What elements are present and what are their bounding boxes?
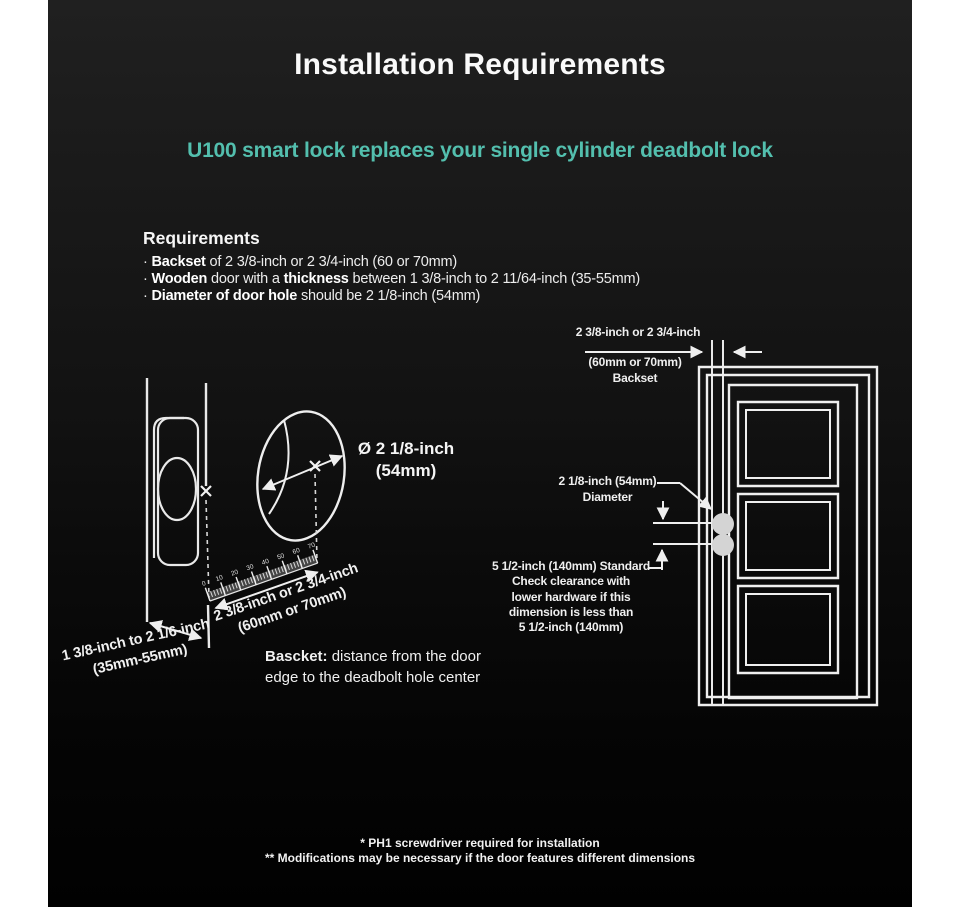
clearance-line: dimension is less than: [508, 604, 634, 619]
svg-text:30: 30: [246, 563, 256, 572]
svg-text:10: 10: [215, 574, 225, 583]
clearance-line: 5 1/2-inch (140mm): [518, 620, 624, 635]
svg-text:60: 60: [292, 547, 302, 556]
requirements-heading: Requirements: [143, 228, 260, 248]
left-diagram-art: 0 10 20 30 40 50 60 70: [88, 360, 508, 700]
door-backset-sublabel: (60mm or 70mm) Backset: [555, 355, 715, 386]
door-hole-diameter-value: 2 1/8-inch (54mm): [558, 474, 657, 488]
center-x-marker: [310, 461, 320, 471]
deadbolt-plate: [154, 418, 198, 565]
page-subtitle: U100 smart lock replaces your single cyl…: [187, 139, 773, 162]
right-diagram-art: [498, 325, 903, 720]
clearance-line: lower hardware if this: [511, 589, 631, 604]
footnotes: * PH1 screwdriver required for installat…: [48, 836, 912, 865]
deadbolt-holes: [712, 513, 734, 556]
center-dashed-line: [315, 474, 317, 562]
requirement-item-thickness: · Wooden door with a thickness between 1…: [143, 270, 641, 287]
footnote-screwdriver: * PH1 screwdriver required for installat…: [360, 836, 600, 850]
door-hole-circle: [248, 405, 353, 547]
svg-text:50: 50: [276, 552, 286, 561]
infographic-canvas: 0 10 20 30 40 50 60 70: [48, 0, 912, 907]
clearance-line: 5 1/2-inch (140mm) Standard: [492, 559, 650, 573]
edge-x-marker: [201, 486, 211, 496]
hole-diameter-mm: (54mm): [375, 461, 437, 480]
backset-definition-caption: Bascket: distance from the door edge to …: [265, 647, 535, 688]
requirement-item-backset: · Backset of 2 3/8-inch or 2 3/4-inch (6…: [143, 254, 458, 270]
thickness-arrow: [148, 620, 203, 641]
door-hole-diameter-word: Diameter: [582, 489, 633, 504]
hole-diameter-value: Ø 2 1/8-inch: [357, 439, 455, 458]
caption-line-1: Bascket: distance from the door: [265, 648, 481, 665]
clearance-arrows: [649, 501, 712, 570]
clearance-line: Check clearance with: [511, 574, 631, 589]
diameter-pointer: [657, 483, 712, 510]
svg-text:20: 20: [230, 569, 240, 578]
edge-dashed-line: [206, 500, 209, 597]
door-backset-label: 2 3/8-inch or 2 3/4-inch: [575, 325, 701, 339]
door-panels: [738, 402, 838, 673]
page-title: Installation Requirements: [294, 48, 666, 81]
door-backset-mm: (60mm or 70mm): [588, 355, 682, 369]
clearance-note: 5 1/2-inch (140mm) Standard Check cleara…: [488, 559, 654, 635]
backset-span-arrow: [214, 569, 319, 611]
requirement-item-diameter: · Diameter of door hole should be 2 1/8-…: [143, 287, 481, 304]
hole-diameter-label: Ø 2 1/8-inch (54mm): [344, 438, 468, 482]
svg-text:70: 70: [307, 541, 317, 550]
footnote-modifications: ** Modifications may be necessary if the…: [264, 850, 696, 865]
caption-line-2: edge to the deadbolt hole center: [265, 668, 481, 686]
door-edge-lines: [147, 378, 209, 648]
svg-text:40: 40: [261, 558, 271, 567]
ruler: 0 10 20 30 40 50 60 70: [201, 541, 319, 611]
diameter-arrow: [261, 454, 344, 491]
requirements-section: Requirements · Backset of 2 3/8-inch or …: [143, 228, 640, 304]
door-backset-word: Backset: [612, 370, 658, 385]
door-hole-diameter-label: 2 1/8-inch (54mm) Diameter: [535, 474, 680, 505]
svg-text:0: 0: [201, 580, 207, 588]
